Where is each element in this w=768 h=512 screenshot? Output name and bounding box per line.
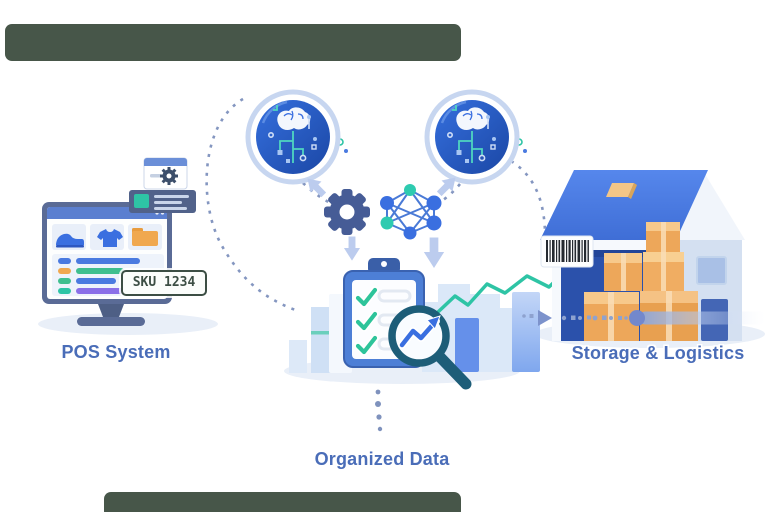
item-card [129,190,196,213]
connector-ai-to-warehouse [510,159,547,237]
connector-pos-to-ai [205,97,299,313]
bar-chart-bar [455,318,479,372]
magnifier-trend-icon [388,305,472,390]
organized-data-scene [289,258,577,390]
settings-card [143,157,188,190]
mini-gear-icon [160,167,178,185]
bar-chart-bar [512,292,540,372]
warehouse-icon [540,170,745,341]
comet-arrow-trail [522,310,766,326]
barcode-icon [540,235,594,268]
sku-tag: SKU 1234 [121,270,207,296]
side-window [696,256,727,285]
gear-icon [324,189,370,235]
cardboard-boxes [584,222,698,341]
connector-dots-below-clipboard [375,389,383,432]
pos-list-rows [58,258,140,294]
tshirt-icon [97,229,123,247]
label-organized-data: Organized Data [314,449,450,469]
redacted-footer-bar [104,492,461,512]
redacted-title-bar [5,24,461,61]
ai-brain-badge-right [427,92,517,182]
product-tiles [52,224,162,250]
shoe-icon [56,233,84,245]
warehouse-gable [664,174,745,240]
monitor-stand [98,304,124,317]
network-graph-icon [380,184,442,240]
box [604,253,642,291]
connector-ai-right-to-graph [433,183,461,208]
dotted-connectors [205,97,547,313]
trail-arrowhead [538,310,552,326]
box [646,222,680,253]
roof-skylight [606,183,634,197]
comet-head [629,310,645,326]
comet-tail [639,311,766,325]
box [643,252,684,291]
monitor-base [77,317,145,326]
label-pos-system: POS System [61,342,171,362]
ai-brain-badge-left [248,92,338,182]
pos-monitor-icon [42,157,196,326]
folder-icon [132,228,158,246]
label-storage-logistics: Storage & Logistics [571,343,745,363]
